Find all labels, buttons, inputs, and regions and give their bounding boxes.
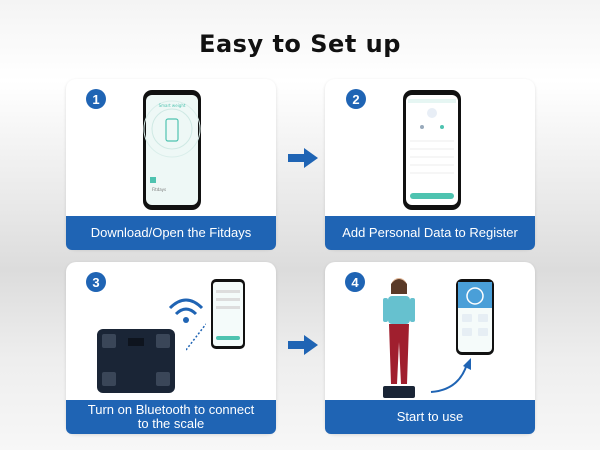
- step-number-3: 3: [86, 272, 106, 292]
- step-number-4: 4: [345, 272, 365, 292]
- right-arrow-icon: [288, 335, 318, 355]
- person-icon: [383, 278, 415, 398]
- svg-text:Fitdays: Fitdays: [152, 187, 166, 192]
- curved-arrow-icon: [430, 358, 471, 393]
- scale-icon: [97, 329, 175, 393]
- step-label-3: Turn on Bluetooth to connect to the scal…: [66, 400, 276, 434]
- step-label-4: Start to use: [325, 400, 535, 434]
- phone-icon: Smart weight Fitdays: [143, 90, 201, 210]
- step-label-1: Download/Open the Fitdays: [66, 216, 276, 250]
- step-number-2: 2: [346, 89, 366, 109]
- bluetooth-wifi-icon: [168, 298, 204, 323]
- phone-icon: [403, 90, 461, 210]
- right-arrow-icon: [288, 148, 318, 168]
- step-label-3-line2: to the scale: [137, 416, 205, 431]
- step-label-2: Add Personal Data to Register: [325, 216, 535, 250]
- svg-text:Smart weight: Smart weight: [159, 103, 186, 108]
- page-title: Easy to Set up: [199, 30, 401, 58]
- step-label-3-line1: Turn on Bluetooth to connect: [87, 402, 255, 417]
- phone-icon: [456, 279, 494, 355]
- phone-icon: [211, 279, 245, 349]
- step-number-1: 1: [86, 89, 106, 109]
- dotted-line-icon: [186, 323, 206, 351]
